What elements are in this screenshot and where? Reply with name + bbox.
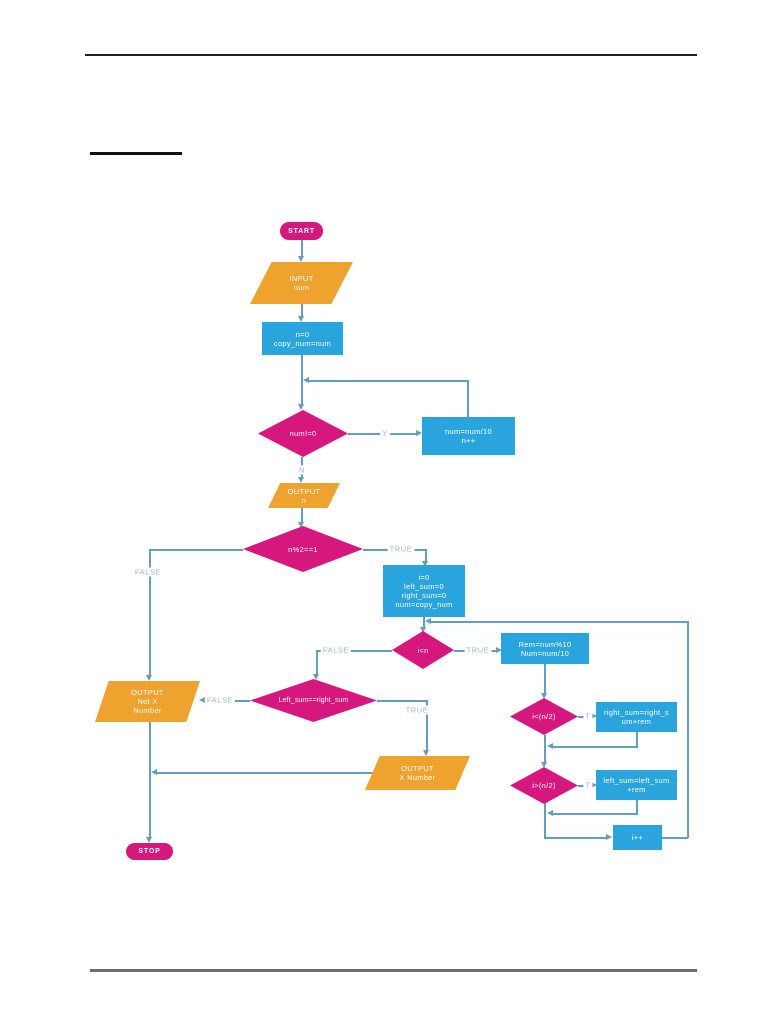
- edge-label-no: N: [296, 465, 308, 475]
- arrowhead: [420, 627, 426, 633]
- arrowhead: [416, 430, 422, 436]
- edge-label-false-compare: FALSE: [204, 695, 236, 705]
- i-greater-half-decision: i>(n/2): [510, 767, 578, 804]
- connector-segment: [149, 549, 151, 676]
- connector-segment: [426, 700, 428, 751]
- output-not-x-node: OUTPUT Not X Number: [95, 681, 200, 722]
- arrowhead: [298, 316, 304, 322]
- connector-segment: [552, 746, 638, 748]
- edge-label-true-compare: TRUE: [403, 705, 431, 715]
- connector-segment: [544, 735, 546, 763]
- connector-segment: [301, 508, 303, 523]
- input-num-node: INPUT num: [250, 262, 353, 304]
- output-n-node: OUTPUT n: [268, 483, 340, 508]
- arrowhead: [547, 810, 553, 816]
- start-node: START: [280, 222, 323, 240]
- arrowhead: [547, 743, 553, 749]
- edge-label-t-right: T: [583, 711, 593, 721]
- arrowhead: [496, 647, 502, 653]
- connector-segment: [156, 772, 373, 774]
- connector-segment: [316, 650, 318, 675]
- output-x-node: OUTPUT X Number: [365, 756, 470, 790]
- heading-underline: [90, 152, 182, 155]
- num-not-zero-decision: num!=0: [258, 410, 348, 457]
- left-sum-add-node: left_sum=left_sum +rem: [596, 770, 677, 800]
- connector-segment: [423, 617, 425, 629]
- connector-segment: [149, 722, 151, 838]
- i-less-n-decision: i<n: [392, 631, 454, 669]
- arrowhead: [146, 837, 152, 843]
- connector-segment: [309, 380, 468, 382]
- edge-label-t-left: T: [583, 780, 593, 790]
- connector-segment: [687, 621, 689, 838]
- arrowhead: [591, 713, 597, 719]
- stop-node: STOP: [126, 843, 173, 860]
- connector-segment: [430, 621, 688, 623]
- connector-segment: [150, 549, 243, 551]
- connector-segment: [662, 837, 688, 839]
- arrowhead: [541, 693, 547, 699]
- n-mod-two-decision: n%2==1: [243, 526, 363, 572]
- connector-segment: [544, 837, 607, 839]
- connector-segment: [317, 650, 392, 652]
- init-sums-node: i=0 left_sum=0 right_sum=0 num=copy_num: [383, 565, 465, 617]
- compare-sums-decision: Left_sum==right_sum: [250, 679, 377, 722]
- rem-calc-node: Rem=num%10 Num=num/10: [501, 633, 589, 664]
- connector-segment: [636, 732, 638, 747]
- arrowhead: [298, 522, 304, 528]
- init-n-node: n=0 copy_num=num: [262, 322, 343, 355]
- connector-segment: [636, 799, 638, 814]
- connector-segment: [544, 803, 546, 838]
- bottom-rule: [90, 969, 697, 972]
- arrowhead: [298, 256, 304, 262]
- edge-label-false-mod: FALSE: [132, 567, 164, 577]
- i-less-half-decision: i<(n/2): [510, 698, 578, 735]
- connector-segment: [301, 355, 303, 405]
- connector-segment: [377, 700, 427, 702]
- arrowhead: [146, 675, 152, 681]
- arrowhead: [423, 750, 429, 756]
- increment-i-node: i++: [613, 825, 662, 850]
- connector-segment: [552, 813, 638, 815]
- connector-segment: [301, 304, 303, 318]
- arrowhead: [313, 674, 319, 680]
- edge-label-true-i-less-n: TRUE: [464, 645, 492, 655]
- arrowhead: [298, 477, 304, 483]
- arrowhead: [303, 377, 309, 383]
- connector-segment: [301, 240, 303, 258]
- edge-label-false-i-less-n: FALSE: [320, 645, 352, 655]
- connector-segment: [544, 664, 546, 694]
- arrowhead: [151, 769, 157, 775]
- edge-label-yes: Y: [380, 428, 390, 438]
- arrowhead: [422, 561, 428, 567]
- arrowhead: [541, 762, 547, 768]
- edge-label-true-mod: TRUE: [387, 544, 415, 554]
- arrowhead: [298, 404, 304, 410]
- arrowhead: [606, 834, 612, 840]
- divide-num-node: num=num/10 n++: [422, 417, 515, 455]
- arrowhead: [591, 782, 597, 788]
- right-sum-add-node: right_sum=right_s um+rem: [596, 702, 677, 732]
- arrowhead: [425, 618, 431, 624]
- connector-segment: [467, 380, 469, 417]
- connector-segment: [425, 549, 427, 562]
- top-rule: [85, 54, 697, 56]
- arrowhead: [199, 697, 205, 703]
